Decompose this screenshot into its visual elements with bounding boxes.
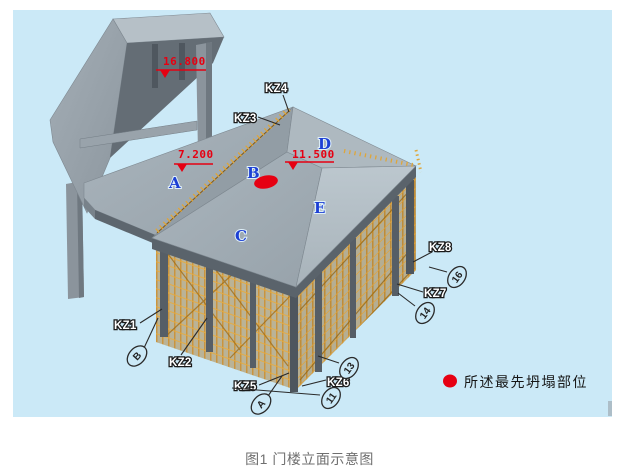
label-kz5: KZ5: [234, 381, 257, 393]
label-kz3: KZ3: [234, 113, 257, 125]
slab-fascia: [95, 210, 160, 246]
frame-columns: [160, 180, 414, 392]
zone-labels: A B C D E: [167, 134, 332, 246]
column-kz8: [406, 180, 414, 274]
roof-face-e: [295, 165, 417, 288]
axis-bubble-16: 16: [447, 265, 467, 289]
axis-bubble-a: A: [250, 393, 272, 415]
label-kz8: KZ8: [429, 242, 452, 254]
column-kz5: [290, 288, 298, 392]
elevation-11500: 11.500: [285, 148, 335, 170]
hip-roof: [151, 106, 423, 298]
canopy-rib: [179, 43, 185, 80]
elevation-value: 7.200: [178, 148, 214, 161]
figure-caption: 图1 门楼立面示意图: [245, 451, 374, 467]
canopy-rib: [152, 44, 158, 88]
zone-label-d: D: [318, 135, 331, 153]
elevation-value: 11.500: [292, 148, 335, 161]
elevation-triangle: [288, 162, 298, 170]
elevation-markers: 16.800 7.200 11.500: [156, 55, 335, 172]
gate-building-illustration: 16.800 7.200 11.500 A B C D E KZ1 KZ2 KZ…: [13, 10, 612, 417]
elevation-value: 16.800: [163, 55, 206, 68]
tower-mid-beam: [79, 120, 198, 149]
axis-bubble-11: 11: [321, 386, 341, 410]
elevation-triangle: [177, 164, 187, 172]
label-kz1: KZ1: [114, 320, 137, 332]
column-kz7: [392, 196, 399, 296]
column-kz6: [315, 272, 322, 372]
collapse-spot-marker: [254, 175, 278, 189]
scaffold-tips-right-eave: [343, 149, 414, 167]
column-mid: [250, 270, 256, 368]
column-mid2: [350, 238, 356, 338]
elevation-16800: 16.800: [156, 55, 206, 78]
column-labels: KZ1 KZ2 KZ3 KZ4 KZ5 KZ6 KZ7 KZ8: [113, 82, 453, 395]
tower-right-post-shade: [206, 42, 212, 153]
axis-bubble-13: 13: [339, 356, 359, 380]
label-kz6: KZ6: [327, 377, 350, 389]
elevation-7200: 7.200: [174, 148, 214, 172]
legend: 所述最先坍塌部位: [443, 374, 588, 391]
tower-left-leg-shade: [77, 181, 84, 298]
legend-red-dot-icon: [443, 374, 457, 388]
slab-end: [84, 198, 95, 219]
elevation-triangle: [160, 70, 170, 78]
zone-label-a: A: [168, 174, 181, 192]
zone-label-c: C: [235, 227, 247, 245]
label-kz4: KZ4: [265, 83, 288, 95]
illustration-svg: 16.800 7.200 11.500 A B C D E KZ1 KZ2 KZ…: [13, 10, 612, 417]
edge-artifact: [608, 401, 612, 416]
scaffold-tips-corner: [414, 149, 423, 173]
eave-fascia-right: [296, 166, 416, 298]
axis-bubbles: B A 11 13 14 16: [126, 265, 467, 415]
column-kz2: [206, 255, 213, 352]
zone-label-e: E: [314, 199, 325, 217]
legend-label: 所述最先坍塌部位: [464, 375, 588, 391]
slab-level-a: [83, 106, 294, 246]
eave-fascia-left: [152, 238, 296, 298]
axis-bubble-b: B: [126, 345, 148, 367]
tower-canopy-underside: [110, 37, 224, 158]
label-kz2: KZ2: [169, 357, 192, 369]
column-kz1: [160, 239, 168, 337]
label-kz7: KZ7: [424, 288, 447, 300]
zone-label-b: B: [247, 164, 260, 182]
axis-bubble-14: 14: [415, 301, 435, 325]
